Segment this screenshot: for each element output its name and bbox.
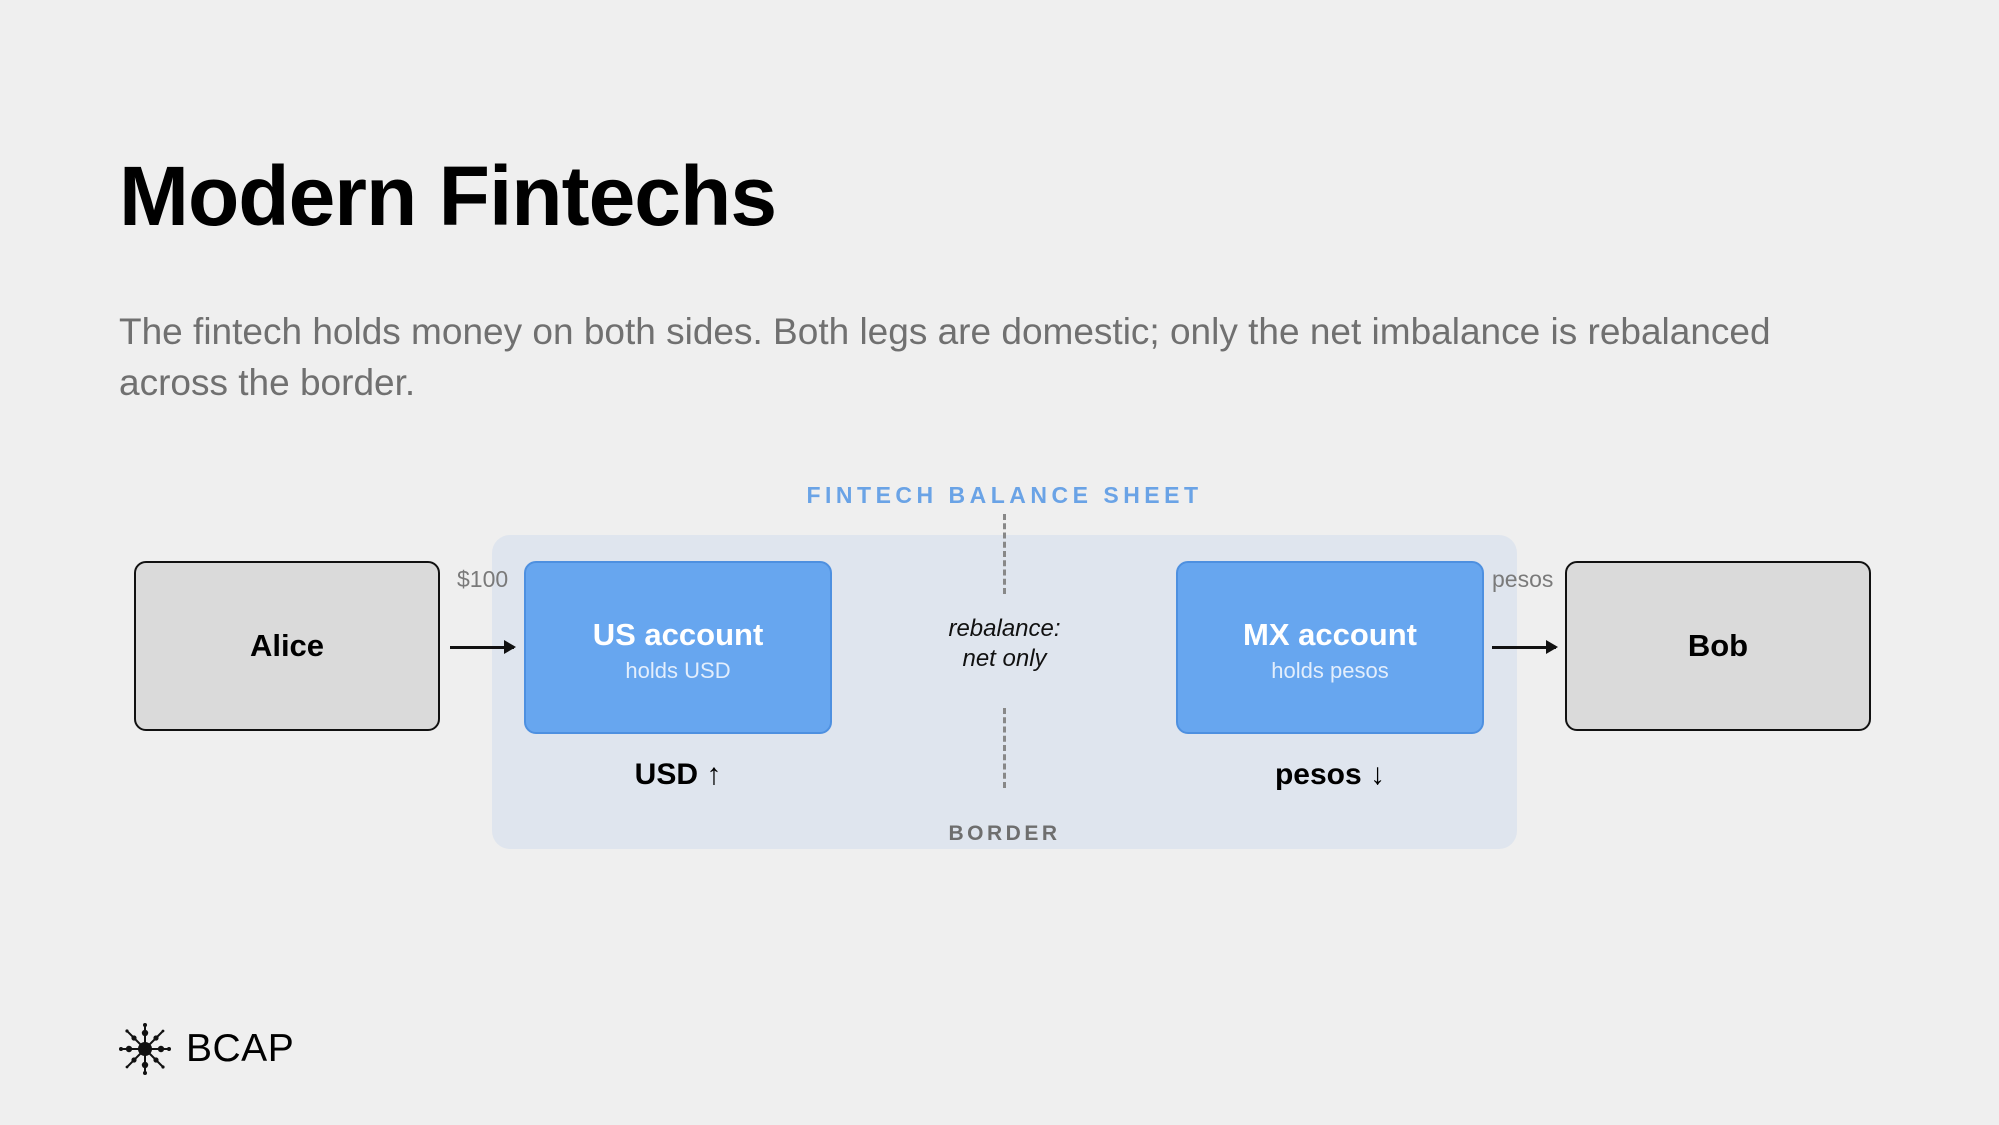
slide-subtitle: The fintech holds money on both sides. B… [119,311,1771,403]
mx-account-box: MX account holds pesos [1176,561,1484,734]
outflow-currency: pesos [1492,566,1554,592]
balance-sheet-label: FINTECH BALANCE SHEET [806,482,1203,508]
outflow-arrow-icon [1492,640,1558,654]
usd-change: USD ↑ [634,758,722,791]
sender-name: Alice [249,628,325,663]
inflow-arrow-icon [450,640,516,654]
brand-name: BCAP [186,1026,295,1070]
pesos-change: pesos ↓ [1274,758,1386,791]
starburst-logo-icon [119,1022,171,1075]
border-line-bottom [1003,708,1006,788]
border-label: BORDER [948,822,1061,845]
rebalance-note: rebalance: net only [903,614,1106,674]
slide-title: Modern Fintechs [119,149,777,243]
us-account-title: US account [592,617,764,652]
us-account-subtitle: holds USD [625,658,731,683]
mx-account-subtitle: holds pesos [1271,658,1389,683]
rebalance-note-line-2: net only [962,645,1047,672]
rebalance-note-line-1: rebalance: [948,615,1061,642]
mx-account-title: MX account [1243,617,1417,652]
brand-logo: BCAP [117,1020,294,1077]
us-account-box: US account holds USD [524,561,832,734]
sender-box: Alice [134,561,440,731]
receiver-box: Bob [1565,561,1871,731]
receiver-name: Bob [1687,628,1749,663]
border-line-top [1003,514,1006,594]
inflow-amount: $100 [457,566,509,592]
